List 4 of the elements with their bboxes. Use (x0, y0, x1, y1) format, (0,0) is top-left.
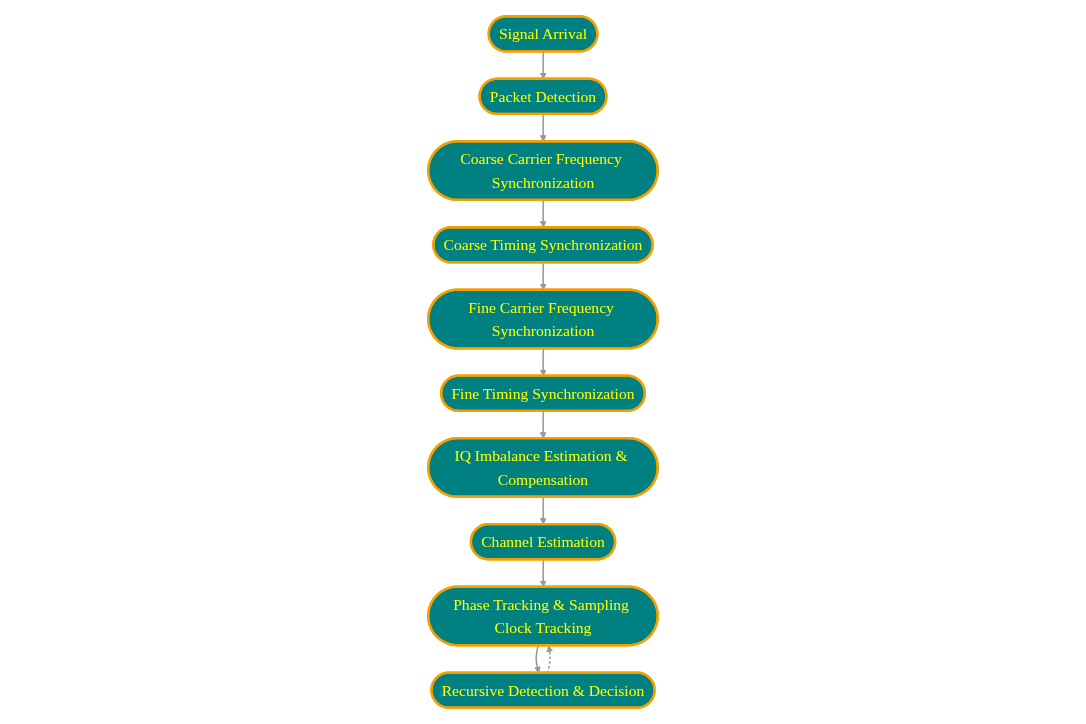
arrow (539, 410, 547, 439)
arrow (539, 113, 547, 142)
arrow (539, 199, 547, 228)
arrow (539, 496, 547, 525)
